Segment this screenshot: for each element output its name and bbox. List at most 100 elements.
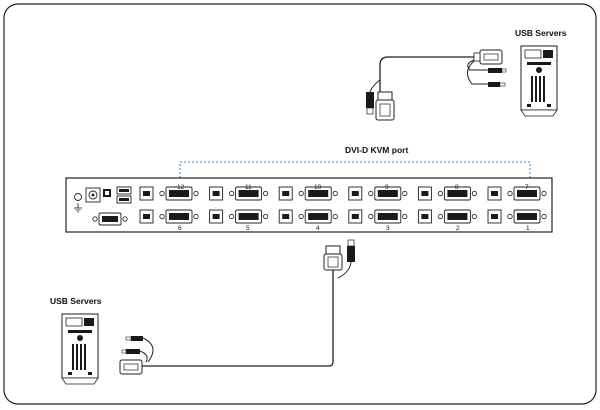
usb-b-socket-1 bbox=[491, 214, 498, 219]
dvi-connector-top-kvm-side bbox=[375, 91, 395, 121]
kvm-port-7 bbox=[487, 186, 547, 201]
svg-text:5: 5 bbox=[246, 225, 250, 232]
svg-text:7: 7 bbox=[525, 184, 529, 191]
dvi-screw-right-9 bbox=[402, 190, 408, 197]
cable-bottom-audio bbox=[142, 337, 154, 363]
dvi-socket-1 bbox=[517, 213, 537, 220]
cable-top-usb bbox=[467, 59, 488, 71]
cable-bottom-usb bbox=[139, 350, 148, 363]
kvm-port-bracket bbox=[179, 161, 531, 178]
kvm-port-1 bbox=[487, 209, 547, 224]
dvi-connector-bottom-server bbox=[119, 359, 143, 375]
svg-text:6: 6 bbox=[178, 225, 182, 232]
diagram-frame bbox=[3, 3, 597, 405]
dvi-socket-9 bbox=[377, 190, 398, 197]
dvi-screw-left-12 bbox=[159, 190, 165, 197]
kvm-port-4 bbox=[278, 209, 338, 224]
kvm-port-12 bbox=[139, 186, 199, 201]
dvi-screw-left-2 bbox=[437, 213, 443, 220]
dvi-socket-7 bbox=[517, 190, 537, 197]
cable-bottom-main bbox=[142, 270, 334, 367]
dvi-socket-3 bbox=[377, 213, 398, 220]
dvi-screw-left-11 bbox=[229, 190, 235, 197]
dvi-screw-left-1 bbox=[507, 213, 513, 220]
dvi-socket-4 bbox=[308, 213, 329, 220]
usb-b-socket-4 bbox=[282, 214, 290, 219]
dvi-screw-left-9 bbox=[368, 190, 374, 197]
dvi-socket-11 bbox=[238, 190, 259, 197]
dvi-screw-right-6 bbox=[193, 213, 199, 220]
dvi-screw-left-8 bbox=[437, 190, 443, 197]
port-number-top-7: 7 bbox=[525, 184, 529, 191]
svg-text:8: 8 bbox=[455, 184, 459, 191]
svg-text:3: 3 bbox=[386, 225, 390, 232]
port-number-bottom-5: 5 bbox=[246, 225, 250, 232]
kvm-port-modules bbox=[139, 186, 547, 224]
kvm-port-2 bbox=[417, 209, 477, 224]
dvi-screw-left-10 bbox=[298, 190, 304, 197]
kvm-port-11 bbox=[209, 186, 269, 201]
dvi-screw-left-4 bbox=[298, 213, 304, 220]
usb-b-socket-3 bbox=[351, 214, 359, 219]
dvi-screw-left-3 bbox=[368, 213, 374, 220]
cable-top-audio bbox=[467, 60, 488, 85]
usb-connector-top-kvm-side bbox=[366, 92, 374, 115]
svg-text:11: 11 bbox=[245, 184, 252, 191]
port-number-bottom-4: 4 bbox=[316, 225, 320, 232]
port-number-top-10: 10 bbox=[314, 184, 322, 191]
svg-text:1: 1 bbox=[526, 225, 530, 232]
cable-top-split bbox=[369, 79, 381, 93]
svg-text:10: 10 bbox=[314, 184, 322, 191]
dvi-screw-left-6 bbox=[159, 213, 165, 220]
audio-connector-bottom-server bbox=[125, 336, 143, 341]
usb-b-socket-5 bbox=[212, 214, 220, 219]
dvi-screw-right-1 bbox=[541, 213, 547, 220]
port-number-bottom-3: 3 bbox=[386, 225, 390, 232]
console-usb-ports bbox=[116, 186, 132, 204]
dvi-socket-10 bbox=[308, 190, 329, 197]
dvi-socket-6 bbox=[169, 213, 189, 220]
dvi-socket-2 bbox=[447, 213, 468, 220]
power-switch bbox=[103, 189, 111, 197]
usb-servers-bottom-label: USB Servers bbox=[50, 296, 102, 306]
kvm-switch-panel bbox=[65, 177, 553, 233]
dvi-socket-8 bbox=[447, 190, 468, 197]
dvi-screw-left-7 bbox=[507, 190, 513, 197]
usb-b-socket-12 bbox=[143, 191, 150, 196]
cable-bottom-usb-split bbox=[337, 261, 352, 279]
dvi-screw-right-2 bbox=[471, 213, 477, 220]
usb-servers-top-label: USB Servers bbox=[515, 28, 567, 38]
svg-text:12: 12 bbox=[177, 184, 185, 191]
dvi-screw-right-10 bbox=[332, 190, 338, 197]
port-number-bottom-2: 2 bbox=[456, 225, 460, 232]
port-number-top-9: 9 bbox=[385, 184, 389, 191]
dvi-screw-right-3 bbox=[402, 213, 408, 220]
port-number-bottom-6: 6 bbox=[178, 225, 182, 232]
usb-b-socket-10 bbox=[282, 191, 290, 196]
port-number-top-11: 11 bbox=[245, 184, 252, 191]
kvm-port-9 bbox=[348, 186, 408, 201]
kvm-port-8 bbox=[417, 186, 477, 201]
kvm-port-10 bbox=[278, 186, 338, 201]
dvi-screw-right-4 bbox=[332, 213, 338, 220]
dvi-screw-right-7 bbox=[541, 190, 547, 197]
dvi-screw-right-11 bbox=[262, 190, 269, 197]
usb-b-socket-2 bbox=[421, 214, 429, 219]
usb-connector-bottom-server bbox=[121, 349, 140, 354]
usb-b-socket-7 bbox=[491, 191, 498, 196]
usb-b-socket-6 bbox=[143, 214, 150, 219]
port-number-bottom-1: 1 bbox=[526, 225, 530, 232]
kvm-port-3 bbox=[348, 209, 408, 224]
kvm-port-title: DVI-D KVM port bbox=[345, 145, 408, 155]
dvi-screw-right-12 bbox=[193, 190, 199, 197]
dvi-connector-bottom-kvm-side bbox=[323, 245, 343, 271]
audio-connector-top-server bbox=[488, 82, 506, 87]
kvm-port-6 bbox=[139, 209, 199, 224]
svg-text:2: 2 bbox=[456, 225, 460, 232]
server-tower-bottom bbox=[61, 313, 99, 385]
usb-connector-bottom-kvm-side bbox=[347, 239, 355, 262]
dvi-screw-right-8 bbox=[471, 190, 477, 197]
power-jack bbox=[85, 187, 101, 203]
port-number-top-8: 8 bbox=[455, 184, 459, 191]
